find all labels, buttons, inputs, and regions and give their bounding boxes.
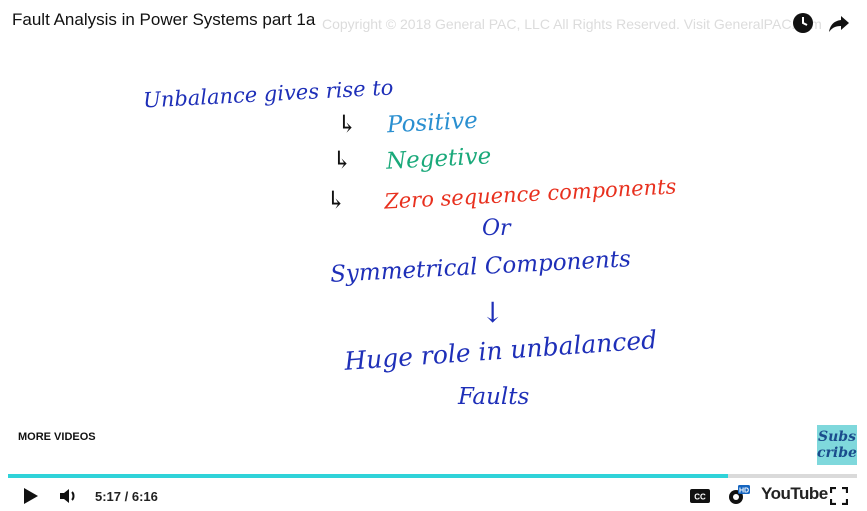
subscribe-button[interactable]: Subs cribe — [817, 425, 857, 465]
share-icon[interactable] — [827, 11, 851, 35]
progress-bar-fill — [8, 474, 728, 478]
video-title[interactable]: Fault Analysis in Power Systems part 1a — [12, 10, 316, 29]
clock-icon[interactable] — [791, 11, 815, 35]
arrow-zero: ↳ — [326, 186, 347, 214]
faults-text: Faults — [458, 384, 530, 410]
symmetrical-components-text: Symmetrical Components — [329, 246, 632, 288]
youtube-logo[interactable]: YouTube — [761, 484, 828, 503]
subscribe-label-2: cribe — [817, 445, 857, 461]
negative-text: Negetive — [385, 143, 492, 175]
down-arrow: ↓ — [481, 296, 505, 329]
arrow-negative: ↳ — [332, 146, 353, 174]
subscribe-label-1: Subs — [818, 429, 856, 445]
svg-text:CC: CC — [694, 493, 706, 502]
or-text: Or — [482, 216, 511, 241]
arrow-positive: ↳ — [337, 110, 358, 138]
player-controls: 5:17 / 6:16 CC HD — [0, 481, 867, 511]
zero-sequence-text: Zero sequence components — [383, 174, 677, 214]
huge-role-text: Huge role in unbalanced — [343, 325, 658, 376]
whiteboard: Unbalance gives rise to ↳ Positive ↳ Neg… — [0, 44, 867, 424]
positive-text: Positive — [386, 107, 479, 139]
fullscreen-icon[interactable] — [826, 481, 852, 511]
progress-bar[interactable] — [8, 474, 857, 478]
hd-badge: HD — [739, 488, 749, 495]
play-icon[interactable] — [18, 481, 44, 511]
more-videos-button[interactable]: MORE VIDEOS — [18, 431, 96, 443]
volume-icon[interactable] — [56, 481, 82, 511]
time-display: 5:17 / 6:16 — [95, 489, 158, 504]
unbalance-text: Unbalance gives rise to — [142, 75, 394, 113]
settings-icon[interactable]: HD — [724, 481, 752, 511]
captions-icon[interactable]: CC — [688, 481, 712, 511]
copyright-watermark: Copyright © 2018 General PAC, LLC All Ri… — [322, 16, 822, 32]
